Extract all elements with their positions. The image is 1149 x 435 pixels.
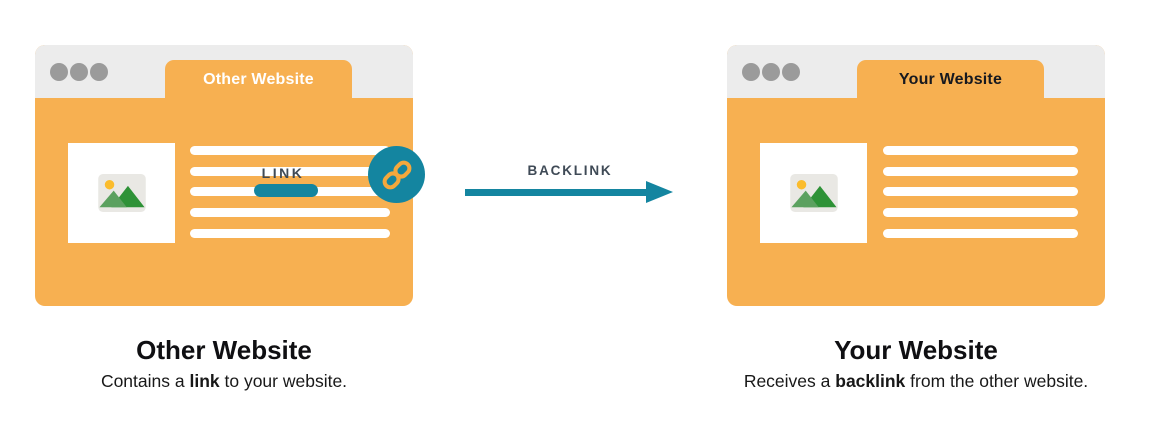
arrow-right-icon (646, 181, 673, 203)
image-placeholder (68, 143, 175, 243)
arrow-line (465, 189, 648, 196)
text-line (190, 167, 390, 176)
text-line (190, 146, 390, 155)
caption-bold-word: link (189, 371, 220, 391)
caption-title-your-website: Your Website (834, 335, 998, 365)
image-placeholder (760, 143, 867, 243)
text-line (883, 229, 1078, 238)
text-line (190, 229, 390, 238)
link-highlight-bar (254, 184, 318, 197)
window-controls (742, 63, 800, 81)
window-dot-icon (782, 63, 800, 81)
text-line (883, 146, 1078, 155)
image-icon (97, 174, 146, 212)
link-label: LINK (261, 165, 305, 181)
caption-text-other-website: Contains a link to your website. (35, 371, 413, 392)
caption-title-other-website: Other Website (136, 335, 312, 365)
text-line (883, 167, 1078, 176)
caption-pre: Contains a (100, 371, 190, 391)
other-website-window: Other Website LINK (35, 45, 425, 306)
chain-link-badge (368, 146, 425, 203)
backlink-label: BACKLINK (527, 163, 613, 178)
window-dot-icon (50, 63, 68, 81)
your-website-window: Your Website (727, 45, 1105, 306)
caption-post: from the other website. (905, 371, 1089, 391)
caption-bold-word: backlink (835, 371, 906, 391)
window-dot-icon (742, 63, 760, 81)
caption-text-your-website: Receives a backlink from the other websi… (727, 371, 1105, 392)
window-dot-icon (762, 63, 780, 81)
chain-link-icon (382, 160, 411, 189)
text-line (883, 208, 1078, 217)
image-icon (789, 174, 838, 212)
window-dot-icon (90, 63, 108, 81)
caption-post: to your website. (219, 371, 348, 391)
tab-label: Your Website (857, 60, 1044, 99)
browser-tab-other-website: Other Website (165, 60, 352, 99)
caption-pre: Receives a (743, 371, 836, 391)
browser-tab-your-website: Your Website (857, 60, 1044, 99)
tab-label: Other Website (165, 60, 352, 99)
window-dot-icon (70, 63, 88, 81)
text-line (190, 208, 390, 217)
text-line (883, 187, 1078, 196)
window-controls (50, 63, 108, 81)
